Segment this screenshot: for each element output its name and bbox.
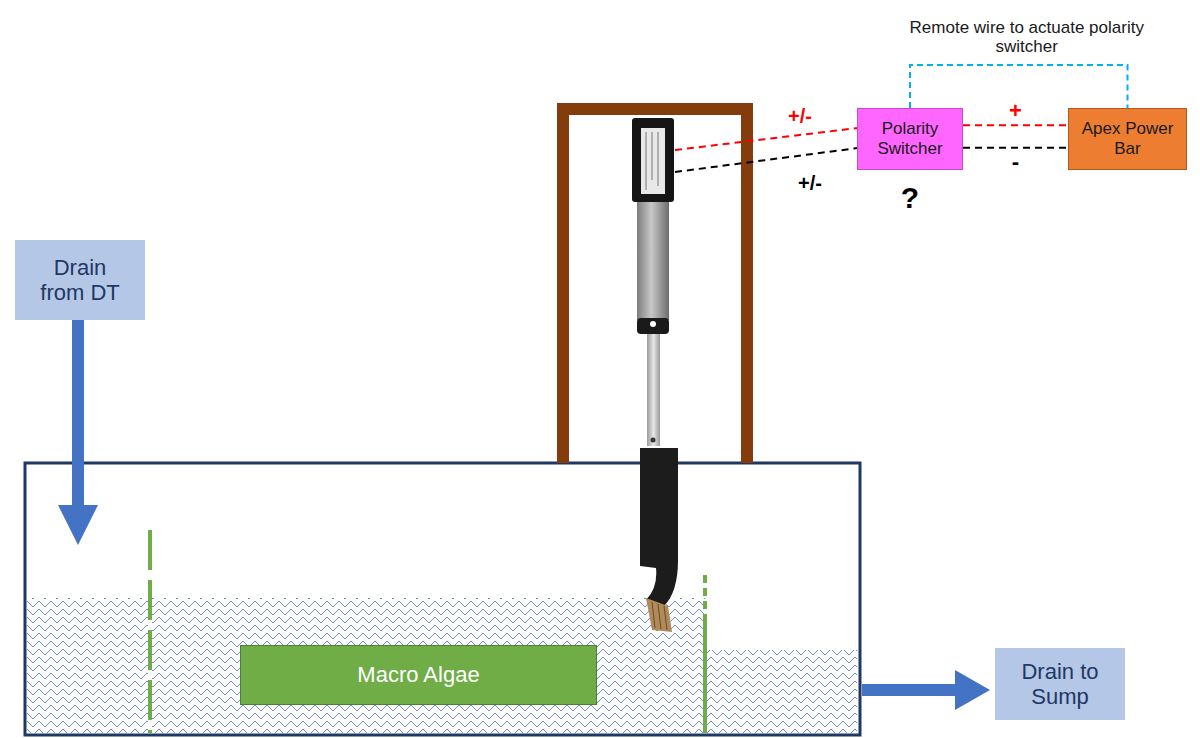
drain-box: Drain to Sump xyxy=(995,648,1125,720)
box-label: Macro Algae xyxy=(357,662,479,687)
box-label: Drain from DT xyxy=(30,255,130,306)
wire-label: - xyxy=(1012,150,1019,174)
refugium-tank xyxy=(25,463,860,735)
question-mark: ? xyxy=(901,181,919,214)
polarity-label: +/- xyxy=(788,105,812,127)
nozzle-holder xyxy=(640,448,678,606)
actuator-sticker xyxy=(641,128,665,194)
outflow-arrow xyxy=(862,670,990,710)
actuator-end-cap xyxy=(637,318,669,334)
brush xyxy=(646,598,672,632)
box-label: Drain to Sump xyxy=(1010,659,1110,710)
polarity-label: +/- xyxy=(798,172,822,194)
baffle xyxy=(148,530,152,733)
negative-wire xyxy=(963,147,1068,149)
actuator-frame xyxy=(557,103,753,463)
box-label: Apex Power Bar xyxy=(1075,119,1180,158)
actuator-tube xyxy=(637,202,669,320)
positive-wire xyxy=(963,124,1068,126)
inflow-arrow xyxy=(58,320,98,545)
actuator-motor xyxy=(632,118,674,202)
power-wire xyxy=(675,128,858,150)
baffle xyxy=(148,530,152,733)
wire-label: Remote wire to actuate polarity switcher xyxy=(907,19,1147,56)
switcher-box: Polarity Switcher xyxy=(857,108,963,170)
baffle xyxy=(703,575,707,615)
actuator-rod xyxy=(647,334,660,446)
water xyxy=(705,650,857,733)
power-bar-box: Apex Power Bar xyxy=(1068,108,1187,170)
box-label: Polarity Switcher xyxy=(864,119,956,158)
water xyxy=(27,598,705,733)
wire-label: + xyxy=(1009,99,1022,123)
algae-box: Macro Algae xyxy=(240,645,597,705)
drain-box: Drain from DT xyxy=(15,240,145,320)
baffle xyxy=(703,615,707,733)
power-wire xyxy=(675,148,858,172)
